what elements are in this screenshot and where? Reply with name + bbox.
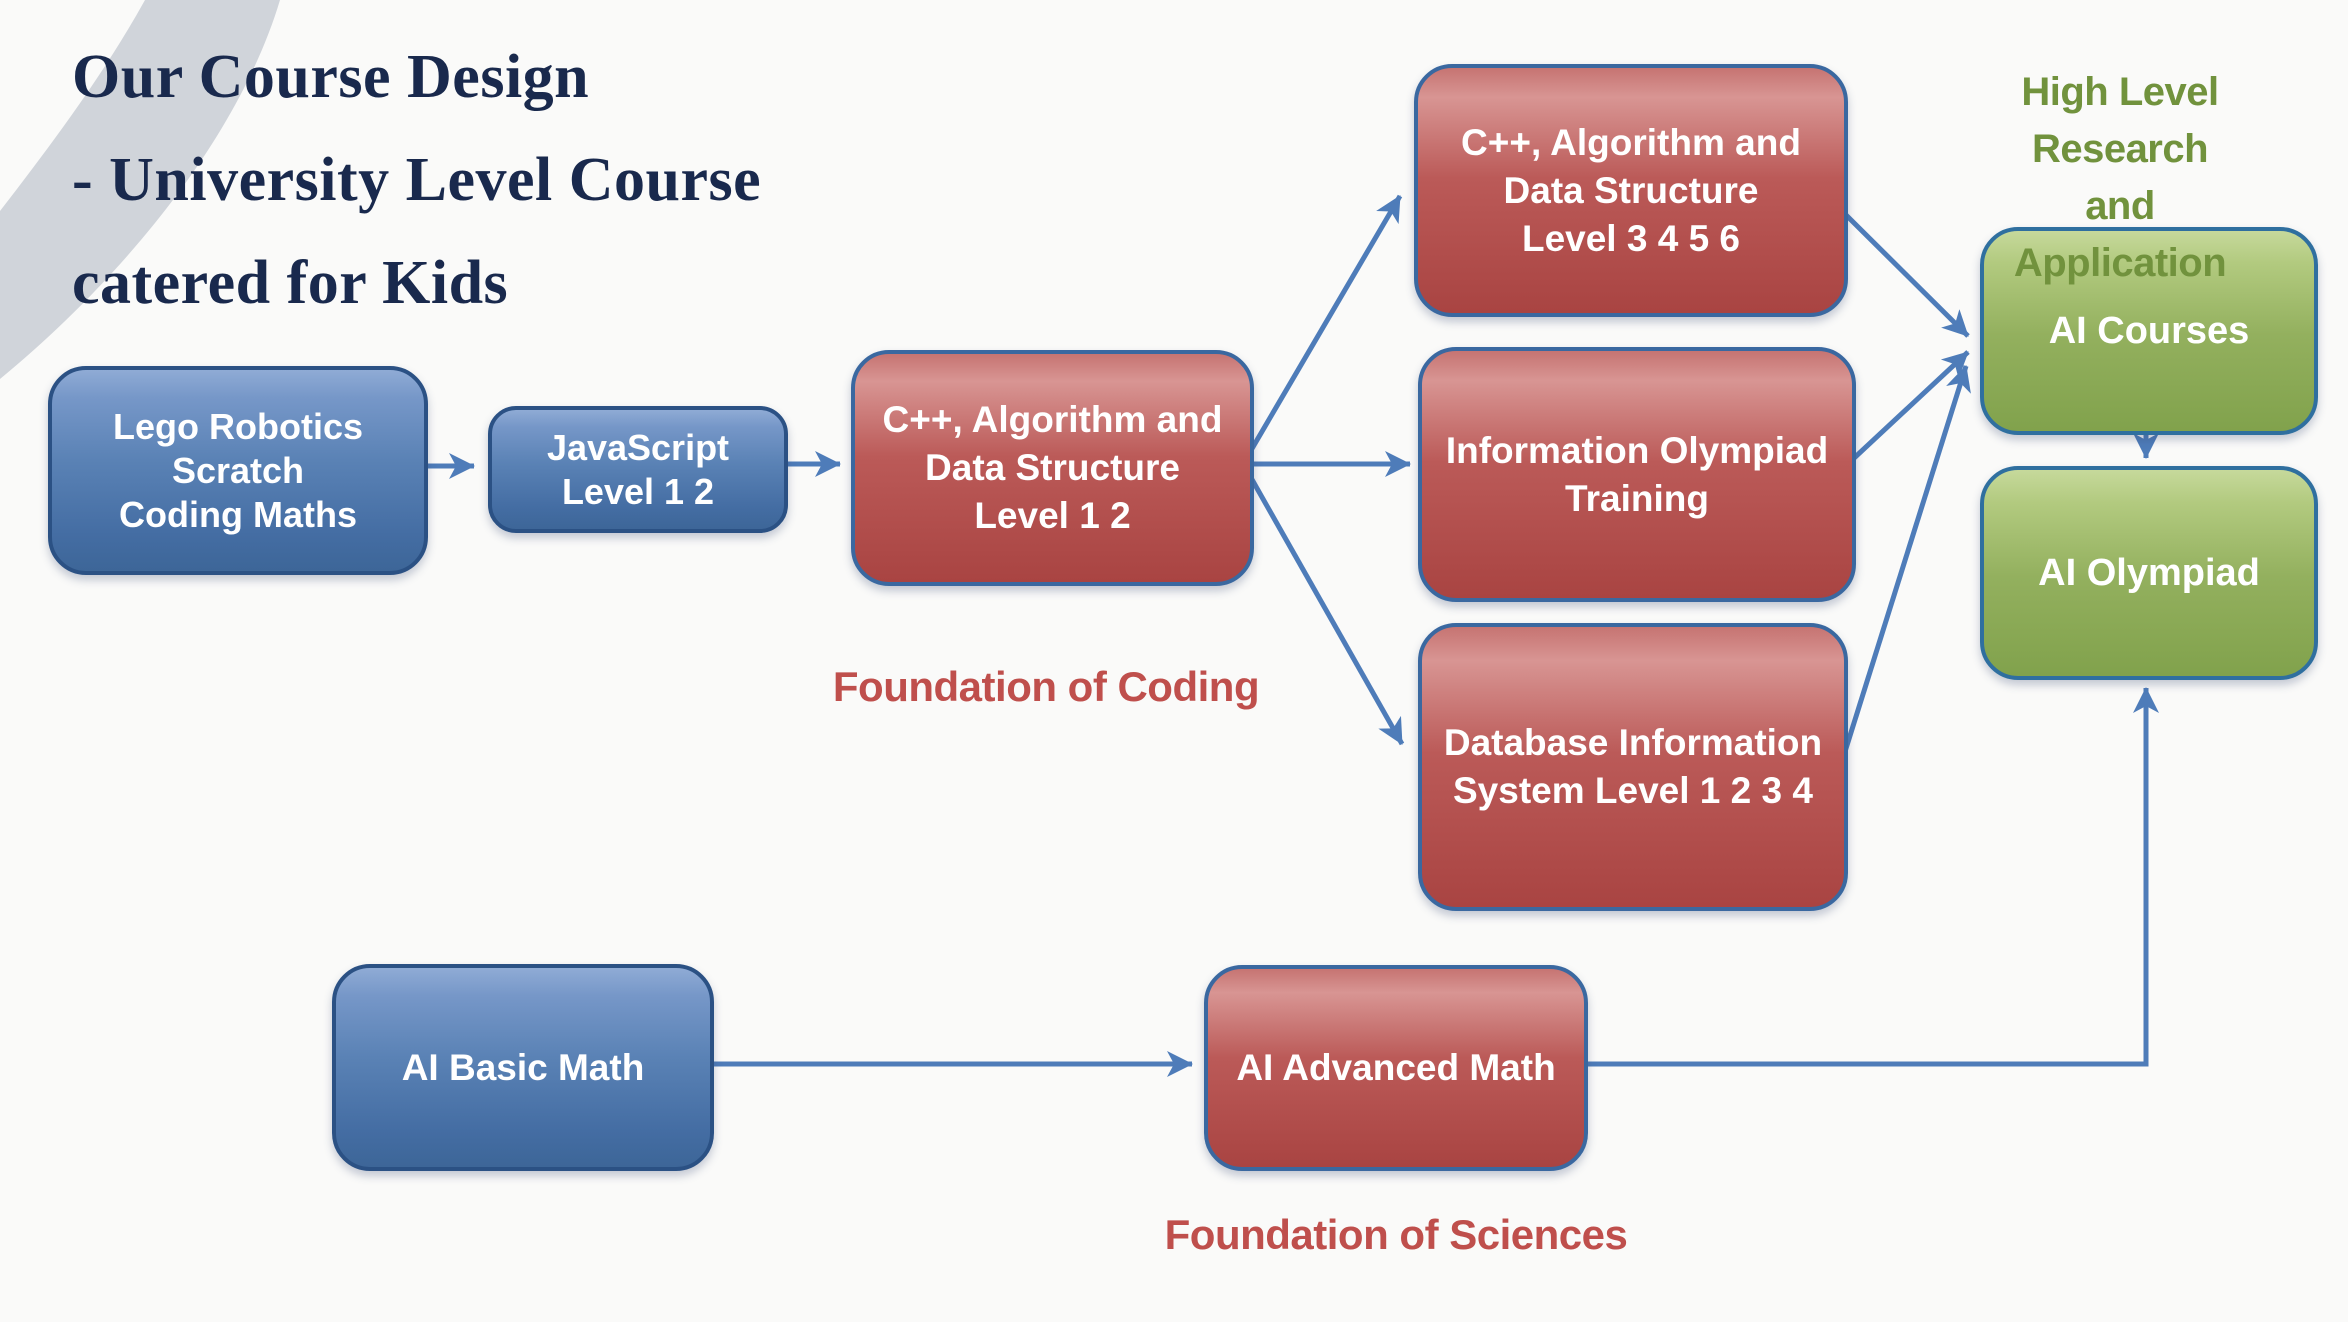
label-foundation-of-sciences: Foundation of Sciences: [1164, 1211, 1628, 1258]
label-foundation-of-coding: Foundation of Coding: [832, 663, 1260, 710]
node-cpp-level-3-4-5-6: C++, Algorithm and Data Structure Level …: [1414, 64, 1848, 317]
edge-cpp12-to-database: [1247, 474, 1405, 746]
node-javascript: JavaScript Level 1 2: [488, 406, 788, 533]
node-ai-advanced-math: AI Advanced Math: [1204, 965, 1588, 1171]
edge-database-to-ai-courses: [1840, 365, 1971, 759]
edge-ai-advanced-to-ai-olympiad: [1583, 687, 2159, 1067]
slide-title: Our Course Design - University Level Cou…: [72, 43, 762, 317]
edge-info-olympiad-to-ai-courses: [1850, 350, 1970, 462]
node-ai-olympiad: AI Olympiad: [1980, 466, 2318, 680]
node-cpp-level-1-2: C++, Algorithm and Data Structure Level …: [851, 350, 1254, 586]
edge-cpp3456-to-ai-courses: [1841, 210, 1970, 338]
node-ai-courses: AI Courses: [1980, 227, 2318, 435]
label-high-level-research: High Level Research and Application: [2013, 70, 2227, 285]
decorative-corner-arc: [0, 0, 280, 379]
node-information-olympiad: Information Olympiad Training: [1418, 347, 1856, 602]
node-database-information: Database Information System Level 1 2 3 …: [1418, 623, 1848, 911]
node-ai-basic-math: AI Basic Math: [332, 964, 714, 1171]
edge-cpp12-to-cpp3456: [1247, 194, 1403, 454]
node-lego-robotics: Lego Robotics Scratch Coding Maths: [48, 366, 428, 575]
